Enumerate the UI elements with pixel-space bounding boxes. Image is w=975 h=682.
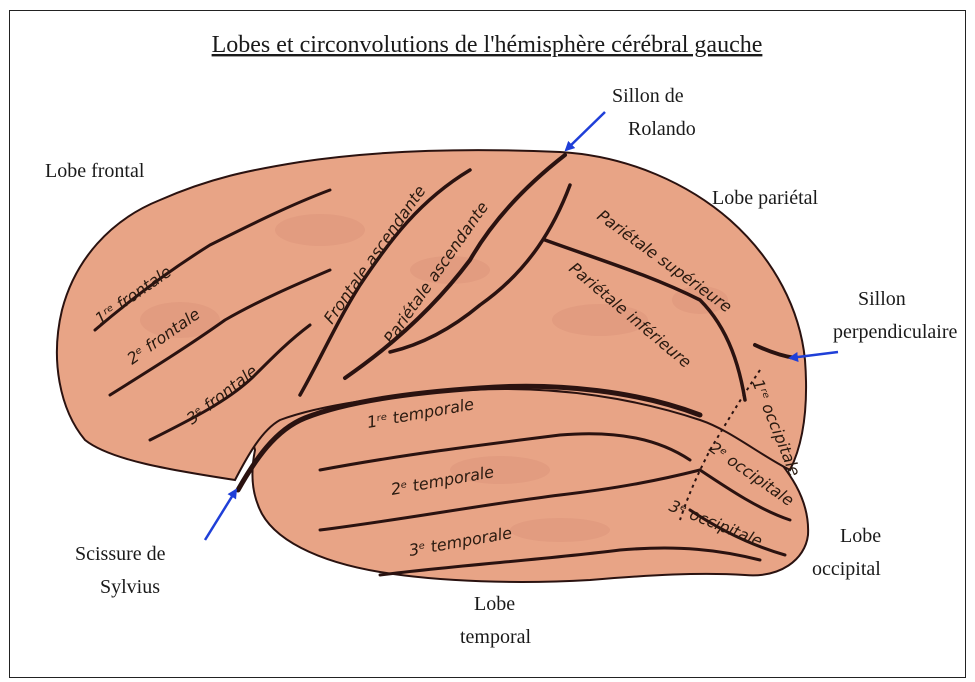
label-lobe-occipital-1: Lobe (840, 525, 881, 547)
label-lobe-occipital-2: occipital (812, 558, 881, 580)
label-perpendiculaire-1: Sillon (858, 288, 906, 310)
sylvius-arrow-icon (205, 490, 236, 540)
label-perpendiculaire-2: perpendiculaire (833, 321, 957, 343)
label-sylvius-2: Sylvius (100, 576, 160, 598)
rolando-arrow-icon (566, 112, 605, 150)
label-lobe-frontal: Lobe frontal (45, 160, 145, 182)
label-rolando-2: Rolando (628, 118, 696, 140)
label-lobe-parietal: Lobe pariétal (712, 187, 818, 209)
diagram-title: Lobes et circonvolutions de l'hémisphère… (212, 32, 763, 58)
label-lobe-temporal-1: Lobe (474, 593, 515, 615)
label-lobe-temporal-2: temporal (460, 626, 532, 648)
label-sylvius-1: Scissure de (75, 543, 166, 565)
label-rolando-1: Sillon de (612, 85, 684, 107)
